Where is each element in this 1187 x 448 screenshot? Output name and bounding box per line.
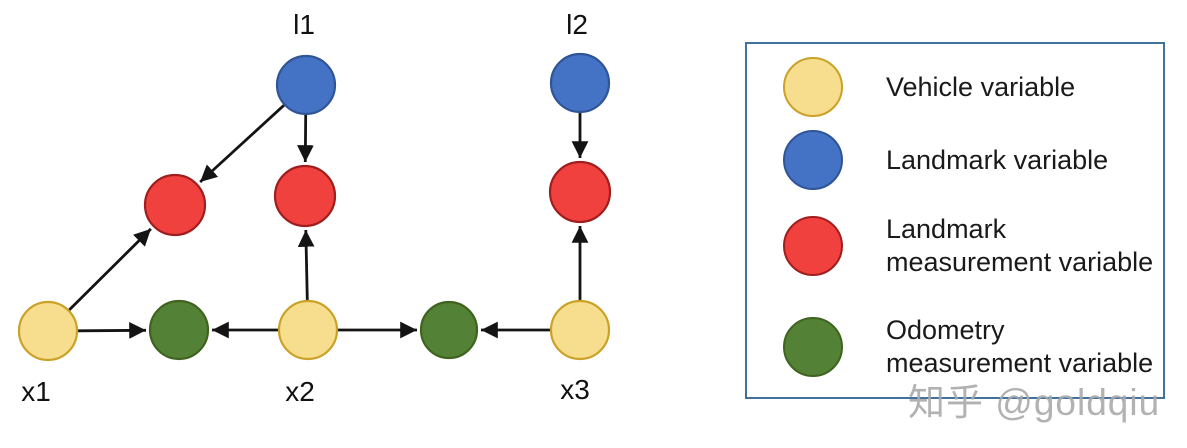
node-o2: [419, 300, 479, 360]
legend-swatch-odometry_measurement: [783, 317, 843, 377]
node-l2: [549, 52, 611, 114]
node-label-l2: l2: [566, 9, 588, 40]
edge-x1-to-o1: [77, 322, 147, 339]
legend-label-line: measurement variable: [886, 247, 1154, 277]
node-label-x1: x1: [21, 376, 51, 407]
legend-label-line: Odometry: [886, 315, 1005, 345]
legend-label-line: Vehicle variable: [886, 71, 1076, 102]
node-o1: [148, 299, 210, 361]
edge-x1-to-lm1: [68, 227, 152, 311]
legend-label-line: Landmark variable: [886, 144, 1109, 175]
node-lm2: [273, 164, 337, 228]
node-label-x2: x2: [285, 376, 315, 407]
legend-label-line: Landmark: [886, 214, 1007, 244]
legend-item-landmark: Landmark variable: [783, 130, 1108, 190]
factor-graph: l1 l2 x1 x2 x3: [17, 9, 612, 407]
node-l1: [275, 54, 337, 116]
legend-label-vehicle: Vehicle variable: [886, 71, 1075, 104]
node-label-l1: l1: [293, 9, 315, 40]
legend-label-line: measurement variable: [886, 348, 1154, 378]
node-label-x3: x3: [560, 374, 590, 405]
edge-l1-to-lm1: [199, 104, 285, 184]
node-x3: [549, 299, 611, 361]
legend-swatch-landmark: [783, 130, 843, 190]
labels-layer: l1 l2 x1 x2 x3: [21, 9, 590, 407]
legend-swatch-landmark_measurement: [783, 216, 843, 276]
legend-item-vehicle: Vehicle variable: [783, 57, 1075, 117]
edge-x2-to-lm2: [297, 229, 315, 301]
legend-label-landmark: Landmark variable: [886, 144, 1108, 177]
node-lm1: [143, 173, 207, 237]
edges-layer: [68, 104, 589, 339]
node-x1: [17, 300, 79, 362]
node-lm3: [548, 160, 612, 224]
node-x2: [277, 299, 339, 361]
watermark: 知乎 @goldqiu: [908, 382, 1161, 423]
nodes-layer: [17, 52, 612, 362]
legend-swatch-vehicle: [783, 57, 843, 117]
